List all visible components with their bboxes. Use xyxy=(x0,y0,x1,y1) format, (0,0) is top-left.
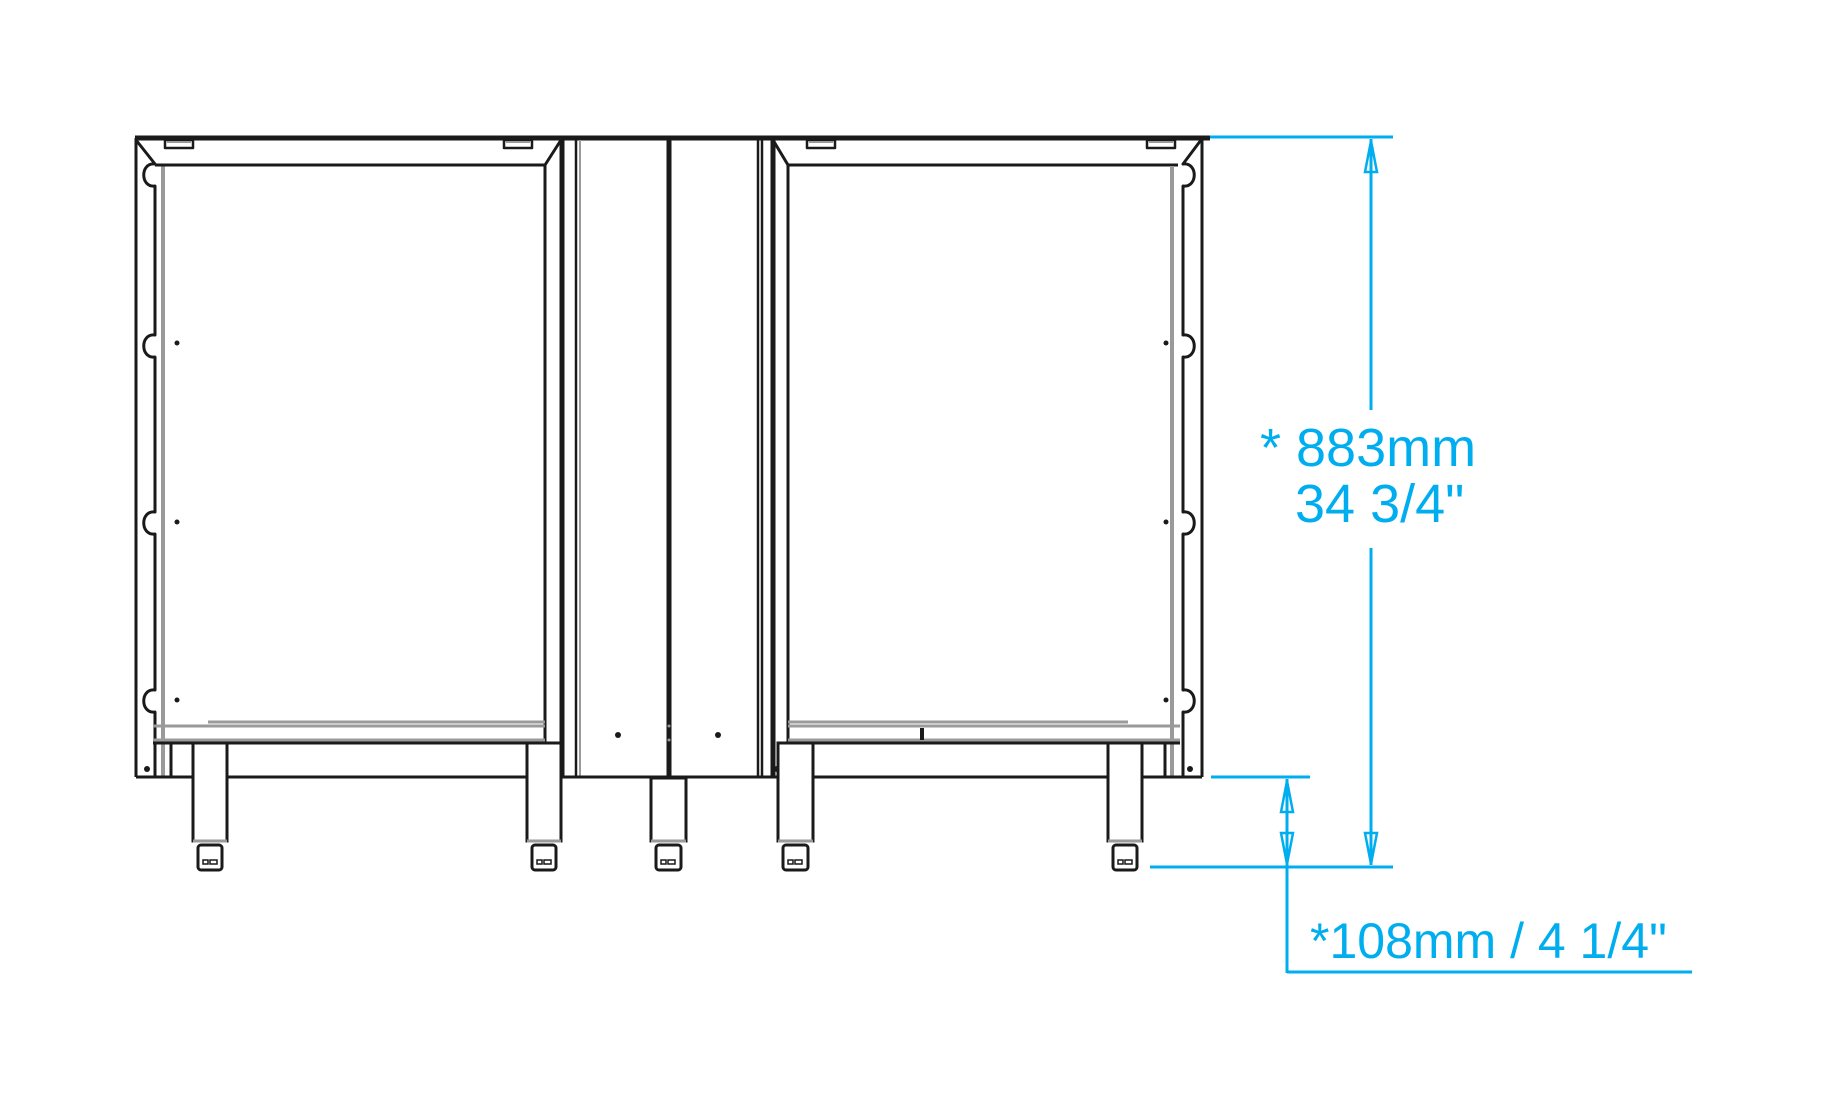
leg-3 xyxy=(649,776,688,872)
leg-2 xyxy=(525,741,563,872)
left-side-keyhole-strip xyxy=(134,139,157,777)
arrow-up-icon xyxy=(1363,140,1379,174)
arrow-down-icon xyxy=(1363,831,1379,865)
leg-height-label: *108mm / 4 1/4" xyxy=(1310,913,1667,969)
left-carcass xyxy=(134,138,565,779)
arrow-up-small-icon xyxy=(1279,780,1295,814)
legs xyxy=(191,741,1144,872)
leg-1 xyxy=(191,741,229,872)
leg-5 xyxy=(1106,741,1144,872)
dimension-lines xyxy=(1150,135,1692,974)
overall-height-mm-label: * 883mm xyxy=(1260,418,1476,478)
right-side-keyhole-strip xyxy=(1181,139,1203,777)
center-filler-panel xyxy=(562,140,784,779)
leg-4 xyxy=(776,741,815,872)
arrow-down-small-icon xyxy=(1279,831,1295,865)
overall-height-in-label: 34 3/4" xyxy=(1295,474,1464,534)
right-carcass xyxy=(771,138,1204,779)
cabinet xyxy=(134,135,1210,779)
